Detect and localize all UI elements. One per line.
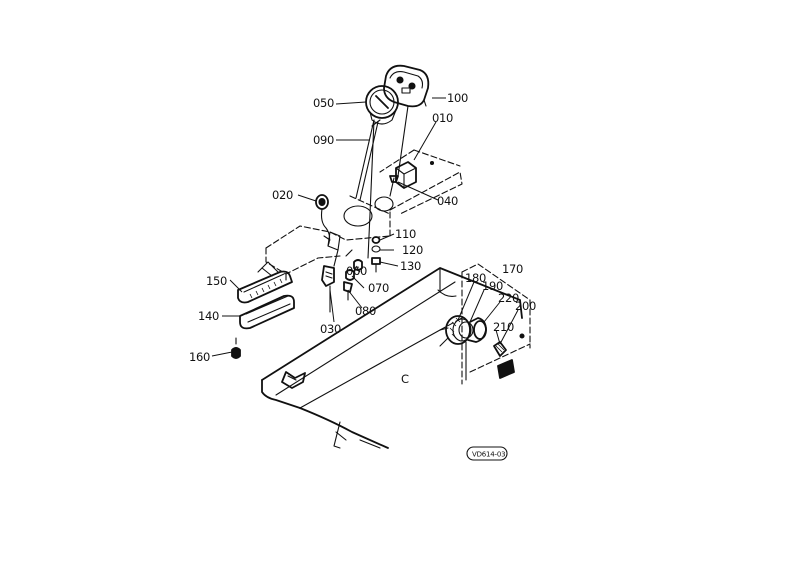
part-050-gauge	[365, 85, 399, 125]
leader-lines	[211, 97, 519, 357]
part-150-cover	[237, 261, 293, 304]
part-140-lamp-body	[239, 294, 295, 330]
label-030: 030	[320, 322, 341, 336]
label-220: 220	[498, 291, 519, 305]
part-020-cap	[315, 194, 331, 247]
part-040-bolt	[389, 175, 399, 197]
callout-letter: C	[401, 372, 409, 386]
support-bracket	[265, 149, 463, 283]
drawing-code: VD614-03	[472, 451, 505, 459]
label-060: 060	[346, 264, 367, 278]
label-190: 190	[482, 279, 503, 293]
label-170: 170	[502, 262, 523, 276]
drawing-code-badge: VD614-03	[466, 446, 508, 461]
label-130: 130	[400, 259, 421, 273]
part-110-120-130-fasteners	[371, 236, 381, 273]
part-200-210-connector	[493, 333, 525, 379]
label-090: 090	[313, 133, 334, 147]
part-160-screw	[231, 337, 241, 359]
label-160: 160	[189, 350, 210, 364]
part-090-cable	[355, 119, 381, 259]
label-120: 120	[402, 243, 423, 257]
dashboard-panel: C	[261, 267, 523, 449]
label-140: 140	[198, 309, 219, 323]
label-020: 020	[272, 188, 293, 202]
label-040: 040	[437, 194, 458, 208]
label-050: 050	[313, 96, 334, 110]
label-080: 080	[355, 304, 376, 318]
part-060-070-080-hardware	[343, 249, 363, 301]
part-180-190-220-knob	[439, 315, 487, 381]
label-210: 210	[493, 320, 514, 334]
part-100-indicator-housing	[383, 64, 430, 177]
label-180: 180	[465, 271, 486, 285]
label-200: 200	[515, 299, 536, 313]
label-070: 070	[368, 281, 389, 295]
label-150: 150	[206, 274, 227, 288]
label-100: 100	[447, 91, 468, 105]
part-labels: 050 100 090 010 020 040 110 120 130 060 …	[189, 91, 536, 364]
label-010: 010	[432, 111, 453, 125]
label-110: 110	[395, 227, 416, 241]
